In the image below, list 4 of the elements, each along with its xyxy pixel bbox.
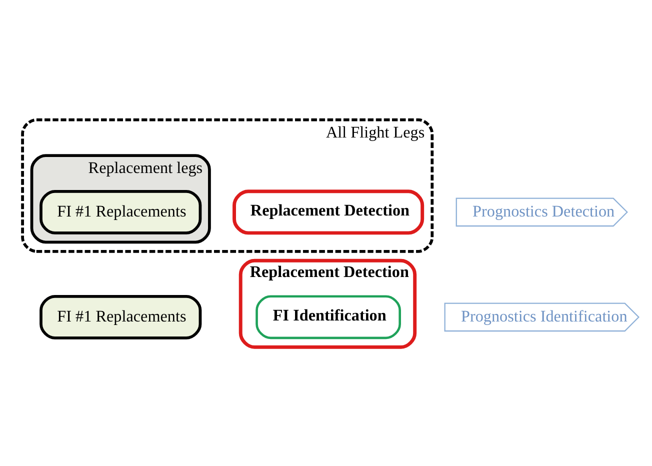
node-box: FI #1 Replacements: [40, 189, 202, 234]
node-box: Replacement Detection: [232, 189, 424, 234]
node-box: FI #1 Replacements: [40, 294, 202, 339]
node-box: FI Identification: [256, 294, 401, 339]
